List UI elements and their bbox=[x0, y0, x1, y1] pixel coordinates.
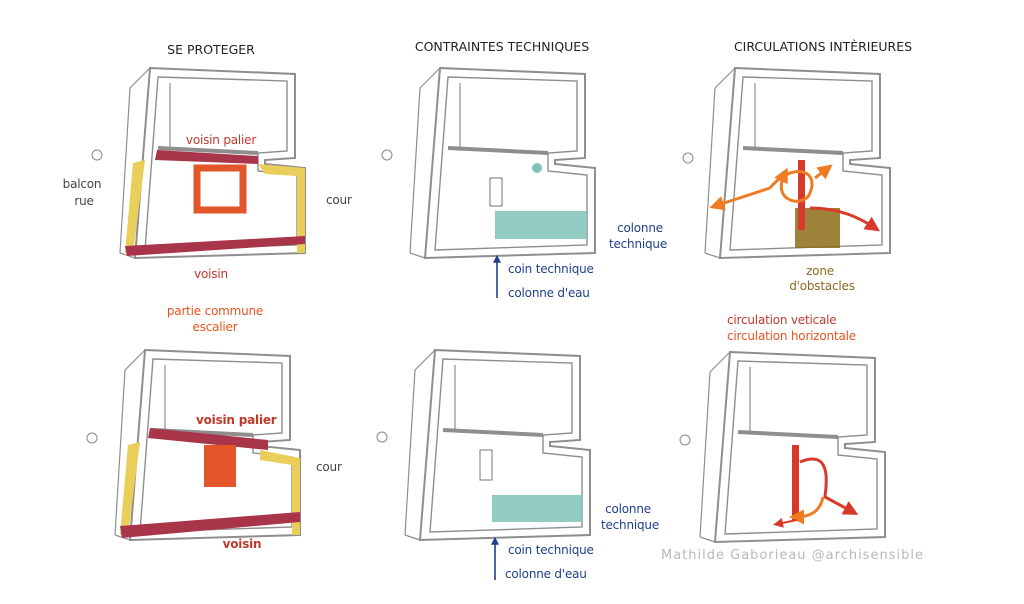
label-escalier: escalier bbox=[192, 320, 238, 334]
label-colonne: colonne bbox=[617, 221, 663, 235]
label-voisin-palier-2: voisin palier bbox=[196, 413, 277, 427]
label-colonne-2: colonne bbox=[605, 502, 651, 516]
label-coin-technique-2: coin technique bbox=[508, 543, 594, 557]
label-colonne-eau-2: colonne d'eau bbox=[505, 567, 587, 581]
title-contraintes-techniques: CONTRAINTES TECHNIQUES bbox=[414, 39, 590, 54]
title-circulations-interieures: CIRCULATIONS INTÈRIEURES bbox=[733, 39, 913, 54]
watermark: Mathilde Gaborieau @archisensible bbox=[661, 548, 924, 563]
label-obstacles: d'obstacles bbox=[789, 279, 855, 293]
label-coin-technique: coin technique bbox=[508, 262, 594, 276]
plan-protect-bottom bbox=[113, 348, 302, 542]
title-se-proteger: SE PROTEGER bbox=[167, 42, 255, 57]
label-circulation-verticale: circulation veticale bbox=[727, 313, 837, 327]
label-partie-commune: partie commune bbox=[166, 304, 264, 318]
label-colonne-eau: colonne d'eau bbox=[508, 286, 590, 300]
label-circulation-horizontale: circulation horizontale bbox=[727, 329, 856, 343]
label-cour: cour bbox=[326, 193, 352, 207]
label-technique-2: technique bbox=[600, 518, 660, 532]
plan-circulation-top bbox=[703, 66, 892, 260]
plan-circulation-bottom bbox=[698, 350, 887, 544]
label-technique: technique bbox=[608, 237, 668, 251]
label-balcon: balcon bbox=[62, 177, 102, 191]
label-voisin: voisin bbox=[194, 267, 228, 281]
label-voisin-2: voisin bbox=[222, 537, 262, 551]
label-cour-2: cour bbox=[316, 460, 342, 474]
plan-constraints-top bbox=[408, 66, 597, 260]
label-zone: zone bbox=[806, 264, 834, 278]
label-rue: rue bbox=[74, 194, 94, 208]
plan-constraints-bottom bbox=[403, 348, 592, 542]
label-voisin-palier: voisin palier bbox=[185, 133, 257, 147]
plan-protect-top bbox=[118, 66, 307, 260]
